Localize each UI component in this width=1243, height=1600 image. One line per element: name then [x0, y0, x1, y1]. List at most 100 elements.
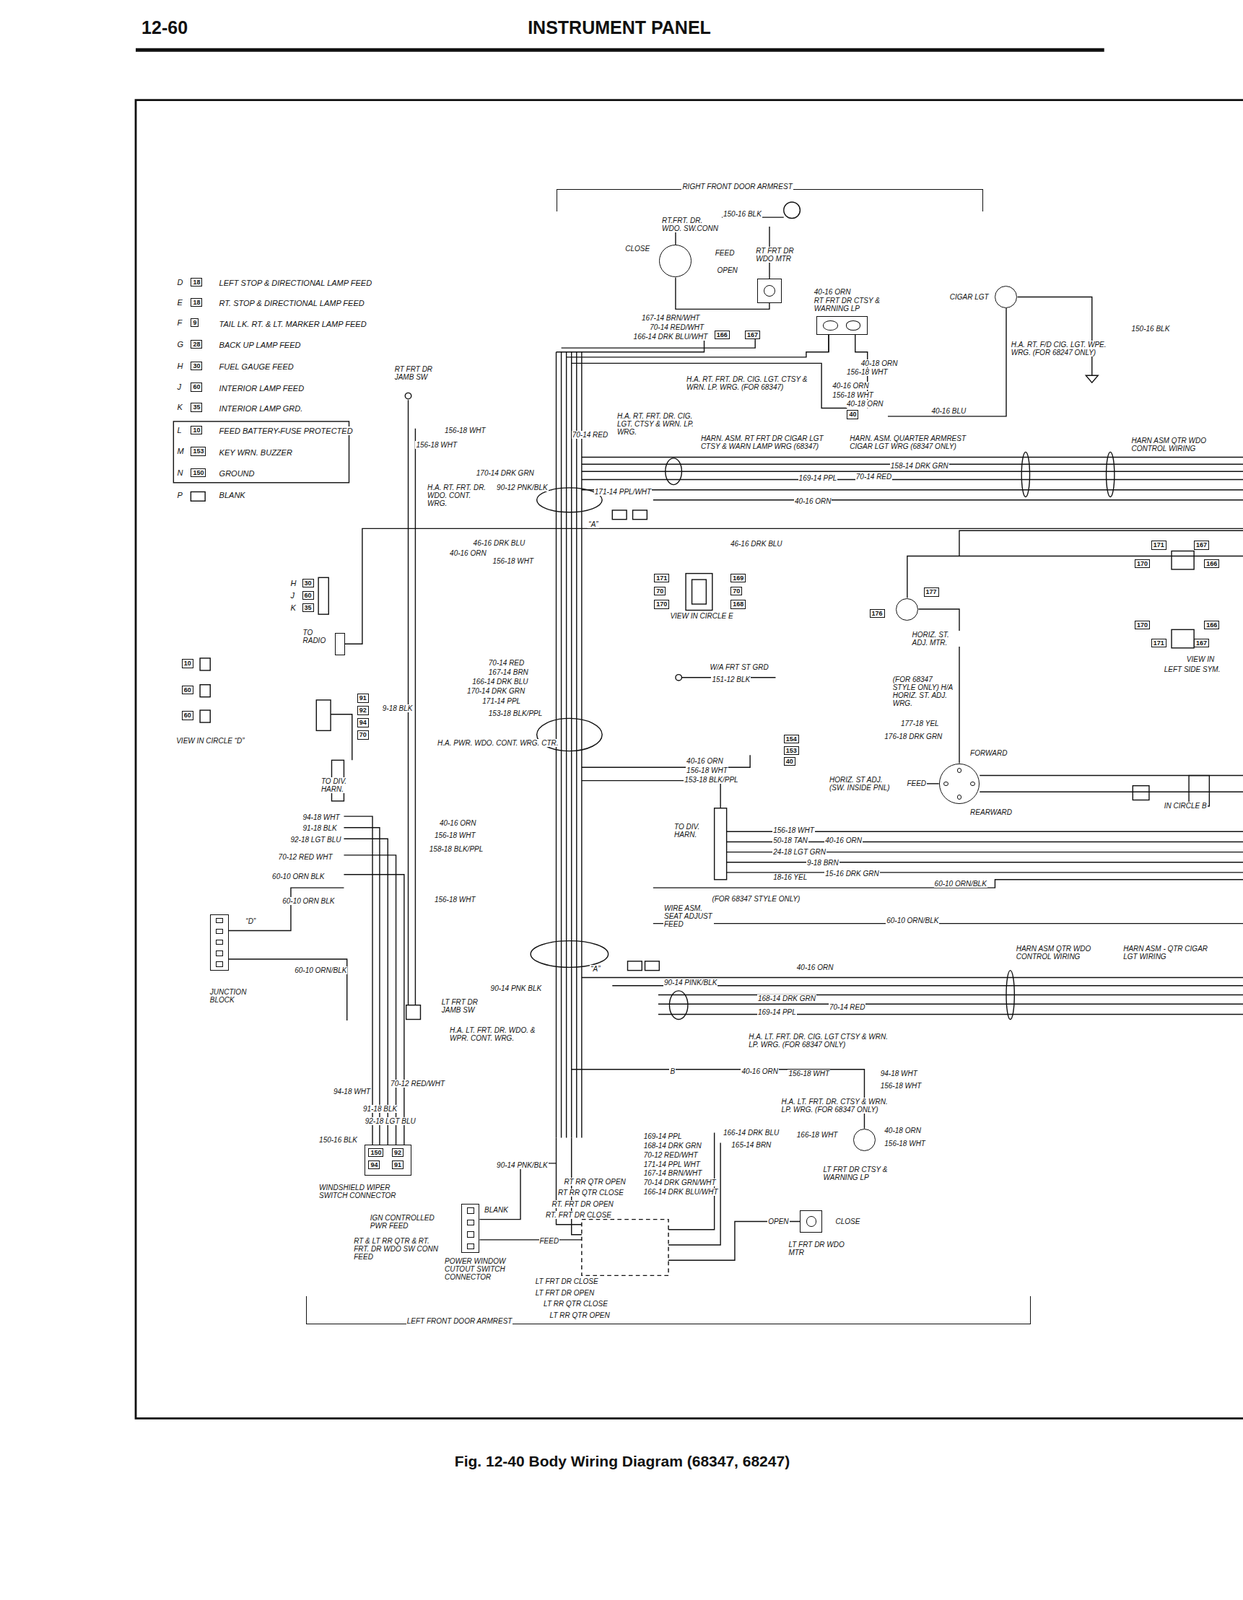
wire-label: 70-12 RED/WHT [389, 1079, 446, 1088]
symbol-detail [806, 1216, 818, 1228]
region-bracket [556, 189, 984, 212]
legend-text: K [290, 603, 297, 613]
wire-label: 60-10 ORN BLK [281, 897, 335, 906]
callout-number: 167 [744, 330, 761, 340]
component-node: LT FRT DR CTSY & WARNING LP [853, 1128, 876, 1152]
callout-number: 70 [357, 730, 369, 740]
wire-label: 40-18 ORN [860, 359, 899, 368]
wire-label: CLOSE [835, 1217, 862, 1226]
legend-text: H [290, 578, 298, 588]
motor-symbol [799, 1210, 823, 1233]
callout-number: 92 [391, 1148, 404, 1158]
legend-text: H [176, 361, 185, 371]
wire-label: 170-14 DRK GRN [466, 687, 526, 696]
wire-label: 150-16 BLK [1131, 324, 1171, 333]
wire-label: H.A. RT. FRT. DR. CIG. LGT. CTSY & WRN. … [616, 412, 698, 436]
legend-text: RT. STOP & DIRECTIONAL LAMP FEED [218, 298, 366, 308]
wire-label: 156-18 WHT [433, 895, 477, 904]
wire-label: CLOSE [624, 244, 651, 253]
wire-label: H.A. RT. FRT. DR. CIG. LGT. CTSY & WRN. … [685, 375, 815, 392]
page-title: INSTRUMENT PANEL [527, 18, 712, 39]
wire-label: OPEN [767, 1217, 789, 1226]
component-node: POWER WINDOW CUTOUT SWITCH CONNECTOR [461, 1204, 480, 1254]
callout-number: 153 [190, 446, 206, 456]
wire-label: 168-14 DRK GRN [643, 1141, 703, 1150]
callout-number: 171 [653, 573, 670, 583]
callout-number: 60 [302, 591, 314, 600]
connector-box [334, 633, 346, 656]
callout-number: 40 [783, 757, 796, 766]
legend-text: P [176, 490, 184, 500]
wire-label: 40-16 ORN [740, 1067, 779, 1076]
wire-label: 165-14 BRN [730, 1141, 772, 1150]
callout-number: 35 [190, 402, 203, 412]
wire-label: 90-12 PNK/BLK [495, 483, 549, 492]
wire-label: 150-16 BLK [722, 210, 763, 218]
component-node: LEFT FRONT DOOR ARMREST [306, 1296, 1031, 1326]
legend-text: E [176, 298, 184, 307]
wire-label: 156-18 WHT [831, 391, 875, 400]
wire-label: HARN ASM - QTR CIGAR LGT WIRING [1122, 944, 1221, 961]
wire-label: 94-18 WHT [879, 1069, 919, 1078]
wire-label: IN CIRCLE B [1163, 801, 1208, 810]
symbol-detail [215, 961, 224, 968]
wire-label: 70-14 RED [828, 1003, 866, 1012]
wire-label: 171-14 PPL WHT [643, 1160, 701, 1169]
wire-label: 90-14 PNK/BLK [495, 1161, 549, 1170]
legend-text: M [176, 446, 185, 456]
wire-label: HARN. ASM. QUARTER ARMREST CIGAR LGT WRG… [848, 434, 974, 451]
callout-number: 166 [714, 330, 730, 340]
symbol-detail [467, 1231, 475, 1238]
symbol-detail [957, 794, 963, 800]
component-node: JUNCTION BLOCK [210, 914, 229, 971]
component-label: JUNCTION BLOCK [209, 988, 252, 1005]
circle-symbol [895, 598, 919, 621]
wire-label: FEED [905, 779, 927, 788]
wire-label: 40-16 ORN [813, 288, 852, 296]
wire-label: 156-18 WHT [787, 1069, 831, 1078]
legend-text: TAIL LK. RT. & LT. MARKER LAMP FEED [218, 319, 368, 329]
legend-text: GROUND [218, 469, 256, 478]
component-node: HORIZ. ST. ADJ. MTR. [895, 598, 919, 621]
symbol-detail [215, 918, 224, 924]
symbol-detail [763, 285, 776, 297]
wire-label: H.A. RT. F/D CIG. LGT. WPE. WRG. (FOR 68… [1010, 340, 1109, 357]
wire-label: 9-18 BRN [806, 858, 840, 867]
wire-label: LT RR QTR OPEN [549, 1311, 611, 1320]
connector-box [364, 1144, 412, 1176]
wire-label: 169-14 PPL [757, 1008, 797, 1017]
wire-label: HARN. ASM. RT FRT DR CIGAR LGT CTSY & WA… [700, 434, 835, 451]
wire-label: 60-10 ORN/BLK [934, 879, 988, 888]
legend-text: J [290, 591, 296, 600]
lamp-symbol [816, 316, 868, 335]
wire-label: 40-16 ORN [685, 757, 725, 766]
legend-text: L [176, 425, 183, 435]
component-label: LT FRT DR WDO MTR [787, 1240, 851, 1257]
wire-label: 40-18 ORN [883, 1126, 922, 1135]
connector-block [461, 1204, 480, 1254]
legend-text: KEY WRN. BUZZER [218, 448, 294, 457]
circle-symbol [853, 1128, 876, 1152]
wire-label: 60-10 ORN/BLK [885, 916, 940, 925]
wire-label: RT RR QTR OPEN [563, 1178, 626, 1186]
component-node: RT FRT DR CTSY & WARNING LP [816, 316, 868, 335]
legend-text: INTERIOR LAMP FEED [218, 384, 306, 393]
wire-label: 92-18 LGT BLU [290, 835, 343, 844]
component-node: WINDSHIELD WIPER SWITCH CONNECTOR [364, 1144, 412, 1176]
callout-number: 154 [783, 734, 800, 744]
wire-label: 18-16 YEL [772, 873, 808, 882]
circle-symbol [659, 244, 692, 278]
legend-text: FEED BATTERY-FUSE PROTECTED [218, 426, 354, 436]
component-node: RT.FRT. DR. WDO. SW.CONN [659, 244, 692, 278]
callout-number: 168 [730, 599, 746, 609]
wire-label: (FOR 68347 STYLE ONLY) [711, 895, 801, 904]
callout-number: 92 [357, 705, 369, 715]
wire-label: 166-14 DRK BLU/WHT [643, 1188, 719, 1197]
wire-label: H.A. PWR. WDO. CONT. WRG. CTR. [436, 739, 559, 748]
callout-number: 18 [190, 298, 203, 307]
wire-label: 156-18 WHT [443, 426, 487, 435]
wire-label: IGN CONTROLLED PWR FEED [369, 1214, 445, 1231]
wire-label: FEED [539, 1237, 561, 1246]
callout-number: 167 [1193, 638, 1210, 648]
